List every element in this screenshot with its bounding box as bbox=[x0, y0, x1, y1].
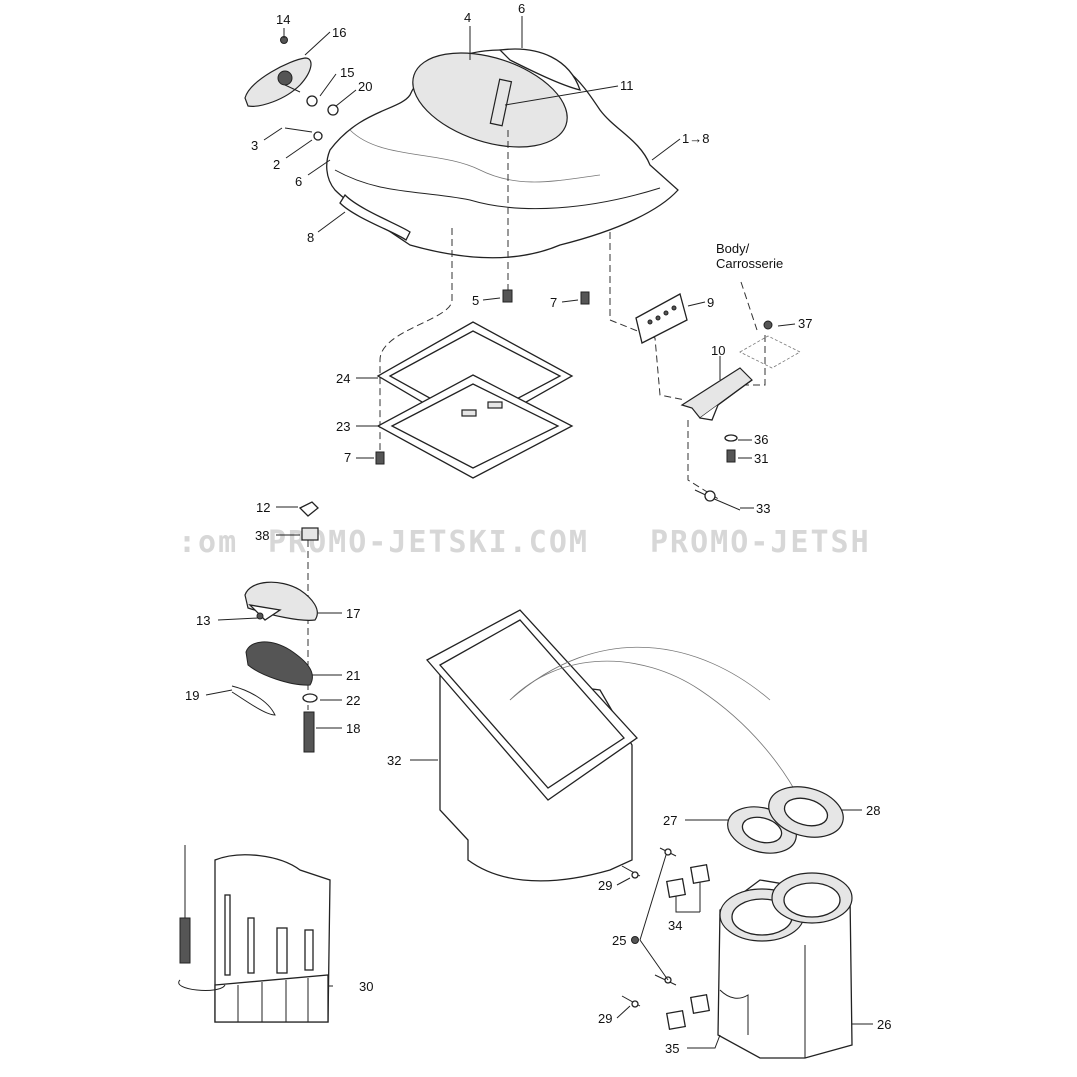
callout-29-bottom: 29 bbox=[598, 1011, 612, 1026]
callout-9: 9 bbox=[707, 295, 714, 310]
callout-15: 15 bbox=[340, 65, 354, 80]
watermark-left: :om bbox=[178, 525, 238, 560]
callout-28: 28 bbox=[866, 803, 880, 818]
callout-7-top: 7 bbox=[550, 295, 557, 310]
clips bbox=[621, 847, 711, 1031]
callout-17: 17 bbox=[346, 606, 360, 621]
callout-27: 27 bbox=[663, 813, 677, 828]
seat bbox=[326, 48, 679, 259]
callout-6-top: 6 bbox=[518, 1, 525, 16]
storage-frame-lower bbox=[376, 374, 574, 479]
callout-37: 37 bbox=[798, 316, 812, 331]
callout-35: 35 bbox=[665, 1041, 679, 1056]
callout-21: 21 bbox=[346, 668, 360, 683]
oil-drop-icon-25 bbox=[631, 936, 639, 944]
backing-plate bbox=[635, 293, 688, 344]
callout-13: 13 bbox=[196, 613, 210, 628]
callout-3: 3 bbox=[251, 138, 258, 153]
watermark-middle: PROMO-JETSKI.COM bbox=[268, 525, 589, 560]
callout-34: 34 bbox=[668, 918, 682, 933]
callout-26: 26 bbox=[877, 1017, 891, 1032]
note-body-line1: Body/ bbox=[716, 241, 750, 256]
seat-strap bbox=[489, 78, 513, 127]
callout-2: 2 bbox=[273, 157, 280, 172]
latch-assembly bbox=[231, 501, 319, 753]
seat-molding bbox=[339, 193, 411, 241]
callout-16: 16 bbox=[332, 25, 346, 40]
callout-23: 23 bbox=[336, 419, 350, 434]
callout-10: 10 bbox=[711, 343, 725, 358]
callout-29-top: 29 bbox=[598, 878, 612, 893]
callout-22: 22 bbox=[346, 693, 360, 708]
callout-31: 31 bbox=[754, 451, 768, 466]
seat-trim-strip bbox=[498, 48, 581, 91]
note-body-line2: Carrosserie bbox=[716, 256, 783, 271]
callout-24: 24 bbox=[336, 371, 350, 386]
callout-33: 33 bbox=[756, 501, 770, 516]
callout-18: 18 bbox=[346, 721, 360, 736]
callout-14: 14 bbox=[276, 12, 290, 27]
callout-20: 20 bbox=[358, 79, 372, 94]
screws bbox=[375, 289, 741, 511]
callout-19: 19 bbox=[185, 688, 199, 703]
watermark-right: PROMO-JETSH bbox=[650, 525, 871, 560]
bracket bbox=[680, 367, 753, 421]
callout-25: 25 bbox=[612, 933, 626, 948]
cup-holder-body bbox=[717, 872, 853, 1059]
callout-6-side: 6 bbox=[295, 174, 302, 189]
seat-cover-panel bbox=[412, 52, 568, 148]
callout-32: 32 bbox=[387, 753, 401, 768]
callout-1-8: 1→8 bbox=[682, 131, 709, 146]
callout-8: 8 bbox=[307, 230, 314, 245]
callout-5: 5 bbox=[472, 293, 479, 308]
cup-holder-lids bbox=[727, 786, 844, 854]
latch-plate-assembly bbox=[244, 36, 339, 141]
storage-bin bbox=[425, 609, 801, 882]
callout-36: 36 bbox=[754, 432, 768, 447]
callout-12: 12 bbox=[256, 500, 270, 515]
callout-38: 38 bbox=[255, 528, 269, 543]
body-outline bbox=[739, 335, 801, 369]
tool-kit bbox=[178, 845, 331, 1023]
callout-4: 4 bbox=[464, 10, 471, 25]
leader-lines bbox=[205, 16, 873, 1049]
callout-11: 11 bbox=[620, 78, 634, 93]
callout-30: 30 bbox=[359, 979, 373, 994]
callout-7-frame: 7 bbox=[344, 450, 351, 465]
